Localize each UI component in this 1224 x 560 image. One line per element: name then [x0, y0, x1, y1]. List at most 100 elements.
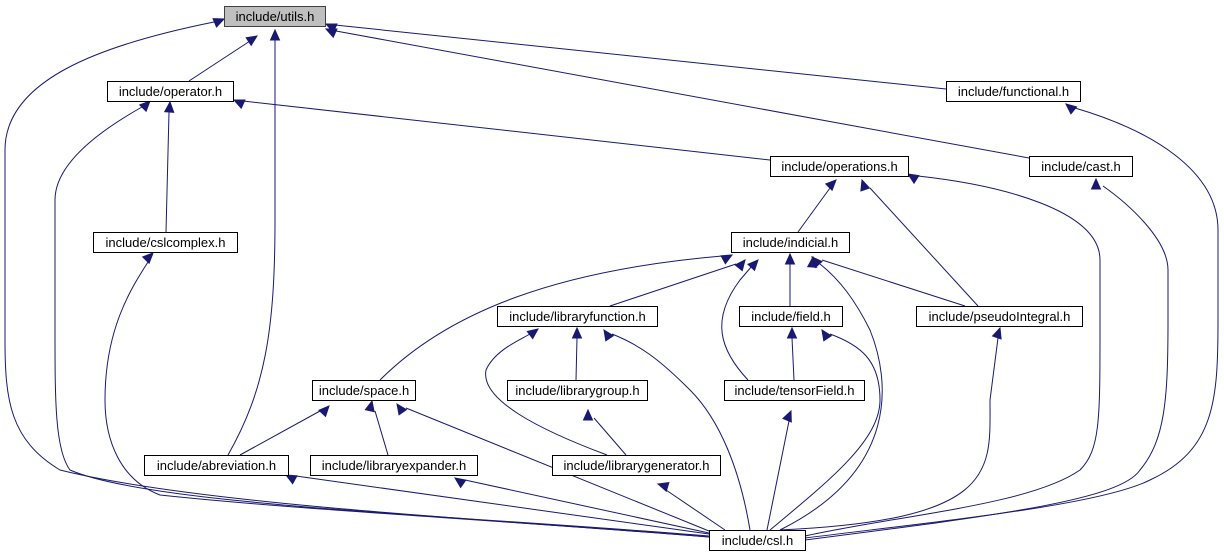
- node-operator[interactable]: include/operator.h: [107, 81, 234, 102]
- arrowhead-icon: [324, 23, 338, 34]
- node-functional[interactable]: include/functional.h: [946, 81, 1081, 102]
- arrowhead-icon: [821, 328, 833, 342]
- node-space[interactable]: include/space.h: [312, 380, 416, 401]
- node-label: include/functional.h: [958, 84, 1069, 99]
- node-label: include/libraryexpander.h: [322, 458, 467, 473]
- node-box[interactable]: [312, 380, 416, 401]
- arrowhead-icon: [734, 259, 746, 272]
- node-librarygroup[interactable]: include/librarygroup.h: [507, 380, 648, 401]
- node-tensorField[interactable]: include/tensorField.h: [724, 380, 865, 401]
- arrowhead-icon: [324, 28, 338, 39]
- node-box[interactable]: [224, 6, 326, 27]
- arrowhead-icon: [747, 259, 759, 272]
- arrowhead-icon: [811, 256, 823, 269]
- edge-line: [165, 111, 170, 233]
- edge-operations-to-operator: [232, 99, 771, 161]
- node-label: include/indicial.h: [743, 235, 838, 250]
- node-csl[interactable]: include/csl.h: [709, 530, 806, 551]
- edge-line: [239, 410, 321, 456]
- node-box[interactable]: [1029, 156, 1133, 177]
- arrowhead-icon: [396, 403, 408, 416]
- node-operations[interactable]: include/operations.h: [770, 156, 909, 177]
- edge-line: [374, 410, 389, 456]
- arrowhead-icon: [786, 326, 798, 339]
- node-libraryexpander[interactable]: include/libraryexpander.h: [310, 455, 478, 476]
- edge-line: [791, 337, 795, 381]
- node-box[interactable]: [731, 232, 850, 253]
- arrowhead-icon: [824, 179, 837, 192]
- edge-csl-to-libraryexpander: [454, 477, 710, 534]
- node-box[interactable]: [144, 455, 289, 476]
- arrowhead-icon: [906, 173, 920, 185]
- edge-csl-to-librarygenerator: [656, 481, 726, 531]
- node-label: include/field.h: [751, 309, 831, 324]
- edge-pseudoIntegral-to-operations: [860, 178, 979, 307]
- edge-abreviation-to-utils: [227, 28, 281, 456]
- arrowhead-icon: [784, 252, 796, 265]
- edge-line: [334, 24, 947, 90]
- edge-line: [611, 333, 751, 531]
- arrowhead-icon: [656, 481, 670, 493]
- node-label: include/space.h: [319, 383, 409, 398]
- arrowhead-icon: [245, 35, 259, 47]
- node-box[interactable]: [709, 530, 806, 551]
- edge-libraryexpander-to-space: [364, 399, 389, 456]
- edge-librarygroup-to-libraryfunction: [571, 326, 583, 381]
- arrowhead-icon: [571, 326, 583, 339]
- node-label: include/pseudoIntegral.h: [929, 309, 1071, 324]
- edge-line: [295, 475, 710, 535]
- edge-functional-to-utils: [324, 23, 947, 90]
- arrowhead-icon: [991, 326, 1002, 340]
- node-box[interactable]: [916, 306, 1083, 327]
- edge-line: [104, 261, 710, 538]
- node-box[interactable]: [946, 81, 1081, 102]
- arrowhead-icon: [364, 399, 375, 413]
- node-box[interactable]: [310, 455, 478, 476]
- edge-pseudoIntegral-to-indicial: [811, 256, 966, 307]
- node-libraryfunction[interactable]: include/libraryfunction.h: [497, 306, 658, 327]
- node-librarygenerator[interactable]: include/librarygenerator.h: [552, 455, 721, 476]
- node-cast[interactable]: include/cast.h: [1029, 156, 1133, 177]
- edge-operator-to-utils: [188, 35, 259, 82]
- arrowhead-icon: [1090, 177, 1102, 190]
- arrowhead-icon: [720, 254, 734, 265]
- node-box[interactable]: [739, 306, 843, 327]
- node-label: include/librarygroup.h: [515, 383, 639, 398]
- node-cslcomplex[interactable]: include/cslcomplex.h: [93, 232, 238, 253]
- node-box[interactable]: [507, 380, 648, 401]
- edge-line: [804, 175, 1101, 537]
- node-box[interactable]: [552, 455, 721, 476]
- arrowhead-icon: [526, 328, 539, 340]
- node-indicial[interactable]: include/indicial.h: [731, 232, 850, 253]
- node-pseudoIntegral[interactable]: include/pseudoIntegral.h: [916, 306, 1083, 327]
- node-box[interactable]: [93, 232, 238, 253]
- node-label: include/tensorField.h: [735, 383, 855, 398]
- edge-librarygenerator-to-libraryfunction: [485, 328, 608, 456]
- arrowhead-icon: [232, 99, 246, 110]
- edge-line: [665, 489, 726, 531]
- edge-line: [242, 100, 771, 161]
- edge-space-to-indicial: [379, 254, 734, 381]
- edge-csl-to-cast: [804, 177, 1169, 541]
- node-box[interactable]: [107, 81, 234, 102]
- edge-csl-to-cslcomplex: [104, 252, 710, 538]
- node-label: include/operator.h: [119, 84, 222, 99]
- node-abreviation[interactable]: include/abreviation.h: [144, 455, 289, 476]
- node-box[interactable]: [770, 156, 909, 177]
- node-box[interactable]: [724, 380, 865, 401]
- edge-line: [721, 265, 753, 381]
- edge-line: [464, 479, 710, 534]
- node-utils[interactable]: include/utils.h: [224, 6, 326, 27]
- node-field[interactable]: include/field.h: [739, 306, 843, 327]
- arrowhead-icon: [782, 409, 792, 423]
- node-box[interactable]: [497, 306, 658, 327]
- edge-tensorField-to-indicial: [721, 259, 759, 381]
- edge-csl-to-field: [769, 328, 881, 531]
- edge-line: [804, 185, 1169, 541]
- arrowhead-icon: [163, 100, 175, 113]
- node-label: include/abreviation.h: [157, 458, 276, 473]
- node-label: include/libraryfunction.h: [509, 309, 646, 324]
- nodes-layer: include/utils.h include/operator.h include…: [93, 6, 1133, 551]
- edge-line: [797, 187, 831, 233]
- edge-line: [379, 255, 723, 381]
